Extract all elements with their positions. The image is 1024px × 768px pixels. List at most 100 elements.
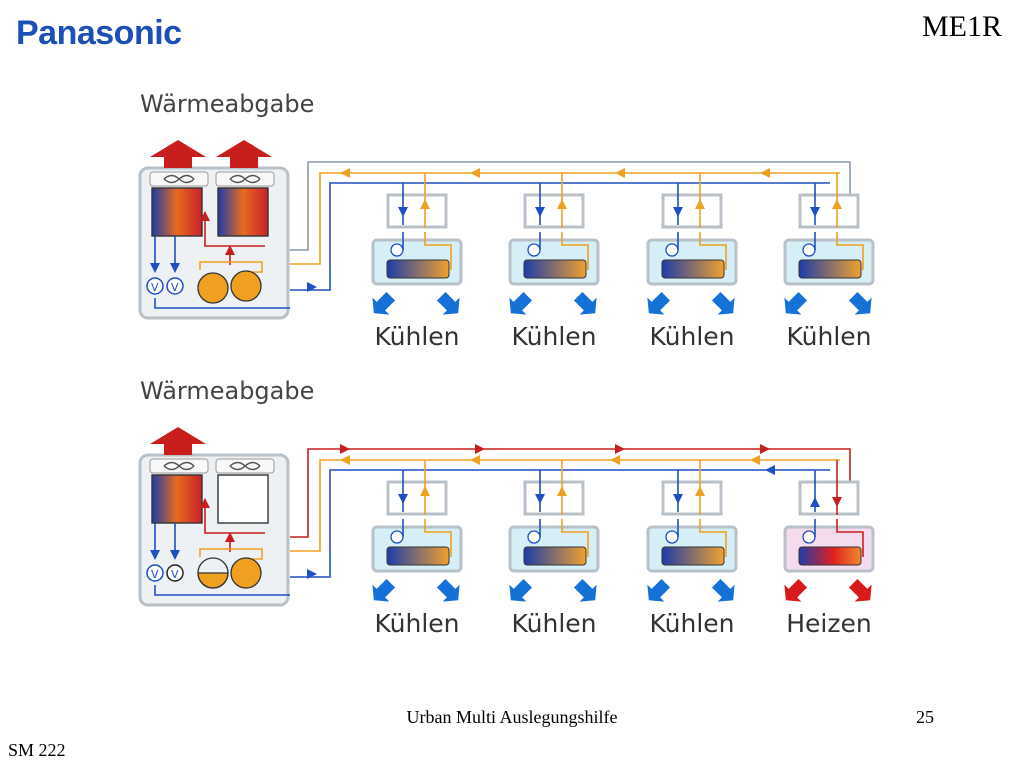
page-number: 25: [916, 707, 934, 727]
mode-label: Heizen: [786, 609, 871, 638]
flow-arrow: [340, 444, 350, 454]
heat-release-arrow: [150, 427, 206, 455]
flow-arrow: [200, 498, 210, 508]
branch-selector: [661, 193, 723, 229]
pipe: [204, 212, 265, 247]
expansion-valve: [665, 530, 679, 544]
flow-arrow: [420, 486, 430, 496]
flow-arrow: [695, 486, 705, 496]
airflow-arrow: [711, 578, 735, 602]
flow-arrow: [150, 550, 160, 560]
airflow-arrow: [647, 291, 671, 315]
flow-arrow: [470, 168, 480, 178]
diagram-title: Wärmeabgabe: [140, 90, 314, 118]
airflow-arrow: [848, 291, 872, 315]
mode-label: Kühlen: [511, 322, 596, 351]
airflow-arrow: [848, 578, 872, 602]
diagram-title: Wärmeabgabe: [140, 377, 314, 405]
flow-arrow: [615, 444, 625, 454]
flow-arrow: [340, 168, 350, 178]
indoor-coil: [661, 546, 725, 566]
pipe: [154, 298, 290, 309]
mode-label: Kühlen: [649, 609, 734, 638]
slide-code: ME1R: [921, 10, 1002, 43]
flow-arrow: [150, 263, 160, 273]
airflow-arrow: [573, 578, 597, 602]
branch-selector: [523, 480, 585, 516]
indoor-coil: [661, 259, 725, 279]
indoor-coil: [523, 546, 587, 566]
expansion-valve: [390, 530, 404, 544]
expansion-valve: [527, 530, 541, 544]
indoor-unit-4: Kühlen: [783, 173, 875, 351]
branch-selector: [386, 480, 448, 516]
branch-selector: [798, 193, 860, 229]
airflow-arrow: [509, 291, 533, 315]
pipe: [154, 585, 290, 596]
flow-arrow: [420, 199, 430, 209]
expansion-valve: [802, 530, 816, 544]
airflow-arrow: [436, 578, 460, 602]
flow-arrow: [340, 455, 350, 465]
flow-arrow: [610, 455, 620, 465]
mode-label: Kühlen: [649, 322, 734, 351]
heat-release-arrow: [216, 140, 272, 168]
main-pipe-liquid: [290, 459, 840, 552]
expansion-valve: [802, 243, 816, 257]
brand-logo: Panasonic: [16, 14, 182, 52]
indoor-unit-2: Kühlen: [508, 460, 600, 638]
indoor-coil: [386, 259, 450, 279]
flow-arrow: [810, 497, 820, 507]
compressor: [230, 270, 262, 302]
compressor: [230, 557, 262, 589]
flow-arrow: [760, 444, 770, 454]
flow-arrow: [832, 199, 842, 209]
mode-label: Kühlen: [786, 322, 871, 351]
svg-text:V: V: [151, 281, 159, 294]
airflow-arrow: [784, 578, 808, 602]
flow-arrow: [535, 207, 545, 217]
flow-arrow: [398, 207, 408, 217]
branch-selector: [386, 193, 448, 229]
indoor-coil: [798, 546, 862, 566]
svg-text:V: V: [171, 281, 179, 294]
pipe: [199, 261, 263, 273]
footer-ref: SM 222: [8, 740, 66, 760]
compressor: [197, 272, 229, 304]
expansion-valve: [146, 564, 164, 582]
condenser-coil: [217, 187, 269, 237]
branch-selector: [798, 480, 860, 516]
footer-title: Urban Multi Auslegungshilfe: [406, 707, 618, 727]
flow-arrow: [832, 497, 842, 507]
flow-arrow: [307, 569, 317, 579]
expansion-valve: [390, 243, 404, 257]
flow-arrow: [750, 455, 760, 465]
indoor-unit-4: Heizen: [783, 460, 875, 638]
flow-arrow: [557, 486, 567, 496]
flow-arrow: [475, 444, 485, 454]
airflow-arrow: [784, 291, 808, 315]
condenser-coil: [151, 474, 203, 524]
airflow-arrow: [509, 578, 533, 602]
svg-text:V: V: [171, 568, 179, 581]
mode-label: Kühlen: [511, 609, 596, 638]
indoor-unit-2: Kühlen: [508, 173, 600, 351]
expansion-valve: [166, 564, 184, 582]
flow-arrow: [307, 282, 317, 292]
airflow-arrow: [372, 291, 396, 315]
mode-label: Kühlen: [374, 322, 459, 351]
indoor-coil: [523, 259, 587, 279]
flow-arrow: [760, 168, 770, 178]
flow-arrow: [170, 263, 180, 273]
main-pipe-liquid: [290, 172, 840, 265]
indoor-unit-1: Kühlen: [371, 173, 463, 351]
expansion-valve: [665, 243, 679, 257]
flow-arrow: [695, 199, 705, 209]
flow-arrow: [673, 494, 683, 504]
flow-arrow: [535, 494, 545, 504]
flow-arrow: [225, 532, 235, 542]
condenser-coil: [217, 474, 269, 524]
airflow-arrow: [711, 291, 735, 315]
indoor-coil: [386, 546, 450, 566]
